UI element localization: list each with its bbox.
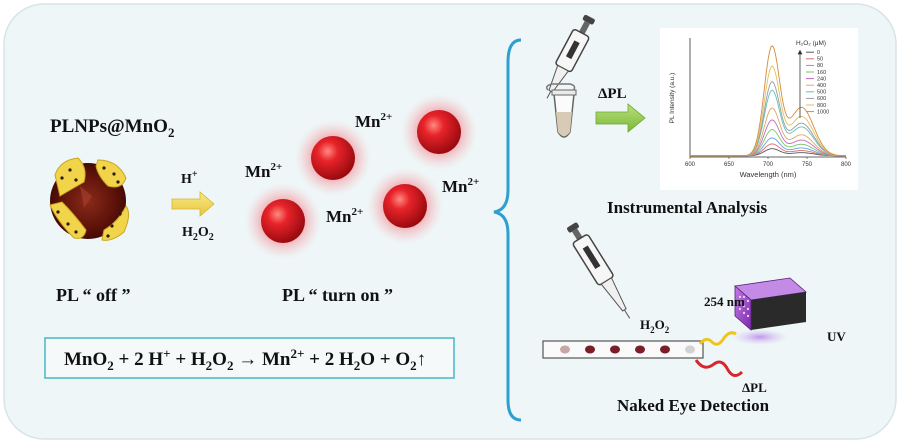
- chart-legend-title: H₂O₂ (μM): [796, 40, 826, 47]
- legend-entry: 160: [817, 70, 826, 76]
- strip-well: [585, 345, 595, 354]
- chart-ylabel: PL Intensity (a.u.): [669, 73, 676, 124]
- mn-label-2: Mn2+: [355, 111, 392, 131]
- mn-particle-group: [245, 94, 477, 259]
- mn-label-1: Mn2+: [245, 161, 282, 181]
- mn-label-3: Mn2+: [326, 206, 363, 226]
- strip-h2o2-label: H2O2: [640, 317, 670, 335]
- strip-well: [660, 345, 670, 354]
- curly-brace: [493, 38, 522, 422]
- delta-pl-label: ΔPL: [598, 86, 627, 102]
- delta-pl-label-2: ΔPL: [742, 380, 767, 395]
- mn-particle: [261, 199, 305, 243]
- strip-well: [610, 345, 620, 354]
- instrumental-analysis-label: Instrumental Analysis: [607, 198, 767, 217]
- delta-pl-arrow-green: [595, 103, 646, 133]
- uv-label: UV: [827, 329, 846, 344]
- h-plus-label: H+: [181, 169, 198, 187]
- legend-entry: 240: [817, 76, 826, 82]
- naked-eye-detection-label: Naked Eye Detection: [617, 396, 770, 415]
- legend-entry: 500: [817, 90, 826, 96]
- plnps-mno2-particle: [49, 157, 130, 241]
- legend-entry: 80: [817, 63, 823, 69]
- test-strip: [542, 340, 704, 359]
- legend-entry: 1000: [817, 109, 829, 115]
- chart-xtick-label: 750: [802, 162, 813, 168]
- chart-xtick-label: 800: [841, 162, 852, 168]
- chart-xlabel: Wavelength (nm): [740, 170, 797, 179]
- equation-box: [44, 337, 455, 379]
- pl-off-label: PL “ off ”: [56, 285, 131, 305]
- reaction-arrow-yellow: [171, 191, 215, 217]
- mn-particle: [311, 136, 355, 180]
- uv-excitation-wave: [698, 331, 737, 346]
- uv-lamp: [732, 277, 807, 345]
- pipette-top: [546, 14, 595, 99]
- chart-background: [660, 28, 858, 190]
- pl-turn-on-label: PL “ turn on ”: [282, 285, 393, 305]
- strip-well: [560, 345, 570, 354]
- legend-entry: 400: [817, 83, 826, 89]
- emission-wave: [694, 359, 744, 377]
- wavelength-254-label: 254 nm: [704, 294, 745, 309]
- strip-well: [685, 345, 695, 354]
- chart-xtick-label: 650: [724, 162, 735, 168]
- nanoparticle-label: PLNPs@MnO2: [50, 116, 174, 140]
- mn-particle: [417, 110, 461, 154]
- legend-entry: 600: [817, 96, 826, 102]
- strip-well: [635, 345, 645, 354]
- mn-label-4: Mn2+: [442, 176, 479, 196]
- chart-xtick-label: 600: [685, 162, 696, 168]
- h2o2-label: H2O2: [182, 225, 214, 243]
- eppendorf-tube: [545, 83, 577, 138]
- legend-entry: 50: [817, 57, 823, 63]
- legend-entry: 800: [817, 103, 826, 109]
- mn-particle: [383, 184, 427, 228]
- chart-xtick-label: 700: [763, 162, 774, 168]
- legend-entry: 0: [817, 50, 820, 56]
- reaction-equation: MnO2 + 2 H+ + H2O2 → Mn2+ + 2 H2O + O2↑: [64, 346, 426, 373]
- pipette-bottom: [567, 222, 631, 319]
- spectrum-series-line: [690, 45, 847, 157]
